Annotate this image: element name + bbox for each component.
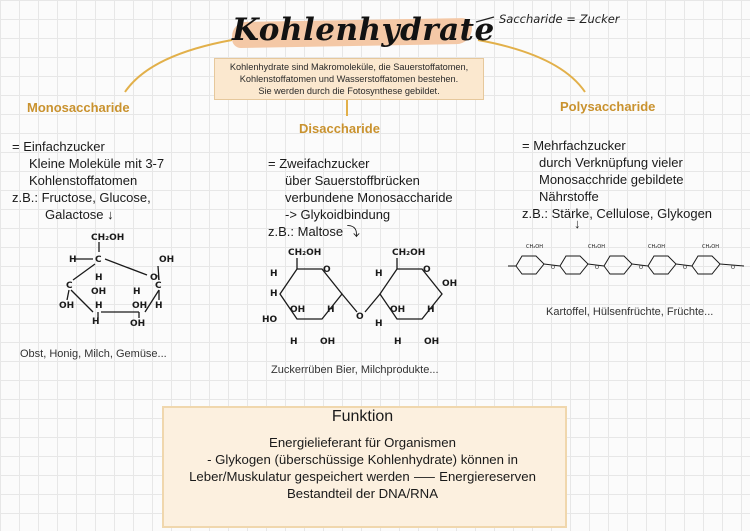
- structure-label: H: [155, 301, 163, 311]
- intro-line: Kohlenstoffatomen und Wasserstoffatomen …: [239, 74, 459, 84]
- structure-label: OH: [442, 279, 457, 289]
- mono-line: Kohlenstoffatomen: [29, 173, 138, 188]
- di-text: = Zweifachzucker über Sauerstoffbrücken …: [268, 155, 498, 240]
- intro-box: Kohlenhydrate sind Makromoleküle, die Sa…: [214, 58, 484, 100]
- funktion-line: - Glykogen (überschüssige Kohlenhydrate)…: [207, 452, 518, 467]
- structure-label: H: [95, 301, 103, 311]
- mono-line: Kleine Moleküle mit 3-7: [29, 156, 165, 171]
- poly-line: z.B.: Stärke, Cellulose, Glykogen: [522, 206, 713, 221]
- polysaccharide-chain: CH₂OH CH₂OH CH₂OH CH₂OH O O O O O: [508, 244, 745, 275]
- structure-label: CH₂OH: [526, 244, 543, 250]
- structure-label: OH: [159, 255, 174, 265]
- poly-examples: Kartoffel, Hülsenfrüchte, Früchte...: [546, 306, 714, 318]
- structure-label: O: [356, 312, 364, 322]
- structure-label: C: [95, 255, 102, 265]
- structure-label: H: [133, 287, 141, 297]
- structure-label: CH₂OH: [288, 248, 321, 258]
- structure-label: O: [150, 273, 158, 283]
- di-line: -> Glykoidbindung: [285, 207, 391, 222]
- structure-label: CH₂OH: [392, 248, 425, 258]
- structure-label: OH: [130, 319, 145, 329]
- structure-label: H: [427, 305, 435, 315]
- structure-label: H: [327, 305, 335, 315]
- funktion-text: Energielieferant für Organismen - Glykog…: [166, 434, 559, 502]
- mono-examples: Obst, Honig, Milch, Gemüse...: [20, 348, 167, 360]
- poly-line: = Mehrfachzucker: [522, 138, 626, 153]
- structure-label: OH: [132, 301, 147, 311]
- page-title: Kohlenhydrate: [232, 12, 495, 48]
- intro-line: Kohlenhydrate sind Makromoleküle, die Sa…: [229, 62, 469, 72]
- structure-label: OH: [424, 337, 439, 347]
- poly-line: durch Verknüpfung vieler: [539, 155, 683, 170]
- structure-label: H: [69, 255, 77, 265]
- structure-label: CH₂OH: [91, 233, 124, 243]
- di-line: verbundene Monosaccharide: [285, 190, 453, 205]
- title-highlight: Kohlenhydrate: [231, 12, 495, 52]
- structure-label: O: [595, 265, 599, 271]
- glucose-structure: CH₂OH C H H O OH C C OH H OH H OH H H OH: [59, 233, 174, 329]
- structure-label: O: [423, 265, 431, 275]
- funktion-line: Bestandteil der DNA/RNA: [287, 486, 438, 501]
- structure-label: H: [270, 289, 278, 299]
- structure-label: H: [394, 337, 402, 347]
- note-saccharide: Saccharide = Zucker: [499, 12, 620, 26]
- structure-label: C: [155, 281, 162, 291]
- mono-text: = Einfachzucker Kleine Moleküle mit 3-7 …: [12, 138, 212, 223]
- mono-line: z.B.: Fructose, Glucose,: [12, 190, 151, 205]
- structure-label: OH: [59, 301, 74, 311]
- structure-label: OH: [390, 305, 405, 315]
- poly-arrow: ↓: [574, 216, 581, 231]
- funktion-line: Energielieferant für Organismen: [269, 435, 456, 450]
- structure-label: H: [92, 317, 100, 327]
- structure-label: OH: [91, 287, 106, 297]
- structure-label: O: [639, 265, 643, 271]
- mono-line: = Einfachzucker: [12, 139, 105, 154]
- structure-label: O: [731, 265, 735, 271]
- structure-label: CH₂OH: [588, 244, 605, 250]
- funktion-box: [162, 406, 567, 528]
- structure-label: O: [323, 265, 331, 275]
- mono-line: Galactose ↓: [45, 207, 114, 222]
- mono-title: Monosaccharide: [27, 100, 130, 115]
- structure-label: H: [95, 273, 103, 283]
- funktion-line: Leber/Muskulatur gespeichert werden ⸺ En…: [189, 469, 536, 484]
- structure-label: H: [375, 319, 383, 329]
- maltose-structure: CH₂OH CH₂OH O O H H H OH OH H OH H HO O …: [262, 248, 457, 347]
- di-title: Disaccharide: [299, 121, 380, 136]
- structure-label: C: [66, 281, 73, 291]
- poly-text: = Mehrfachzucker durch Verknüpfung viele…: [522, 137, 750, 222]
- structure-label: O: [683, 265, 687, 271]
- structure-label: OH: [290, 305, 305, 315]
- funktion-title: Funktion: [331, 408, 394, 425]
- di-line: z.B.: Maltose ⤵: [268, 224, 360, 239]
- structure-label: H: [270, 269, 278, 279]
- poly-line: Monosacchride gebildete: [539, 172, 684, 187]
- structure-label: H: [375, 269, 383, 279]
- intro-line: Sie werden durch die Fotosynthese gebild…: [258, 86, 440, 96]
- structure-label: O: [551, 265, 555, 271]
- di-line: = Zweifachzucker: [268, 156, 370, 171]
- structure-label: CH₂OH: [648, 244, 665, 250]
- poly-title: Polysaccharide: [560, 99, 656, 114]
- structure-label: HO: [262, 315, 278, 325]
- structure-label: CH₂OH: [702, 244, 719, 250]
- structure-label: OH: [320, 337, 335, 347]
- structure-label: H: [290, 337, 298, 347]
- di-examples: Zuckerrüben Bier, Milchprodukte...: [271, 364, 439, 376]
- di-line: über Sauerstoffbrücken: [285, 173, 420, 188]
- poly-line: Nährstoffe: [539, 189, 599, 204]
